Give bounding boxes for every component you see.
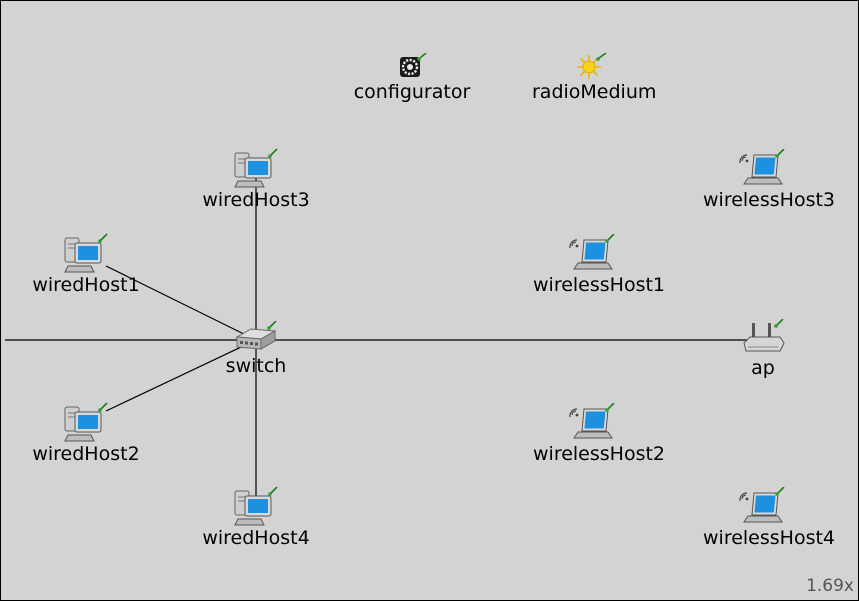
desktop-computer-icon (234, 148, 278, 188)
switch-icon (235, 321, 277, 350)
node-wirelesshost4[interactable]: wirelessHost4 (703, 487, 836, 549)
radiomedium-label: radioMedium (532, 81, 657, 103)
desktop-computer-icon (64, 233, 108, 273)
configurator-label: configurator (353, 81, 471, 103)
wiredhost3-label: wiredHost3 (202, 189, 310, 211)
switch-label: switch (225, 355, 287, 377)
wirelesshost4-label: wirelessHost4 (703, 527, 836, 549)
ap-label: ap (751, 357, 775, 379)
link-switch-wiredhost2[interactable] (105, 339, 257, 412)
node-wiredhost2[interactable]: wiredHost2 (26, 401, 146, 465)
sun-icon (577, 53, 607, 79)
node-wirelesshost1[interactable]: wirelessHost1 (533, 234, 666, 296)
node-wirelesshost2[interactable]: wirelessHost2 (533, 403, 666, 465)
wiredhost1-label: wiredHost1 (32, 274, 140, 296)
laptop-icon (569, 403, 615, 439)
node-ap[interactable]: ap (703, 319, 823, 379)
wirelesshost3-label: wirelessHost3 (703, 189, 836, 211)
wiredhost4-label: wiredHost4 (202, 527, 310, 549)
laptop-icon (739, 149, 785, 185)
gear-icon (400, 53, 427, 77)
node-wirelesshost3[interactable]: wirelessHost3 (703, 149, 836, 211)
laptop-icon (569, 234, 615, 270)
wiredhost2-label: wiredHost2 (32, 443, 140, 465)
node-switch[interactable]: switch (196, 321, 316, 377)
link-switch-wiredhost1[interactable] (105, 265, 257, 341)
desktop-computer-icon (234, 486, 278, 526)
node-wiredhost3[interactable]: wiredHost3 (196, 147, 316, 211)
node-configurator[interactable]: configurator (352, 53, 472, 103)
laptop-icon (739, 487, 785, 523)
wirelesshost1-label: wirelessHost1 (533, 274, 666, 296)
zoom-level-label: 1.69x (806, 576, 854, 596)
access-point-icon (743, 319, 785, 352)
wirelesshost2-label: wirelessHost2 (533, 443, 666, 465)
desktop-computer-icon (64, 402, 108, 442)
node-radiomedium[interactable]: radioMedium (532, 53, 657, 103)
node-wiredhost4[interactable]: wiredHost4 (196, 485, 316, 549)
node-wiredhost1[interactable]: wiredHost1 (26, 232, 146, 296)
